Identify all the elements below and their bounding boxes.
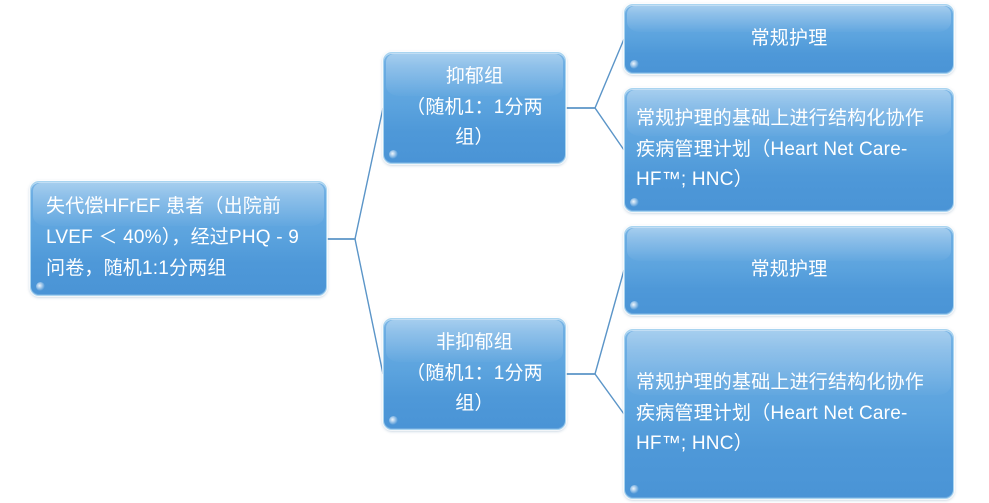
node-nondepressed-group-label: 非抑郁组 （随机1：1分两组） <box>406 331 543 415</box>
node-nondepressed-hnc[interactable]: 常规护理的基础上进行结构化协作疾病管理计划（Heart Net Care-HF™… <box>624 329 954 499</box>
connector-depressed-to-usual-care <box>566 38 625 109</box>
node-depressed-hnc-label: 常规护理的基础上进行结构化协作疾病管理计划（Heart Net Care-HF™… <box>636 107 925 191</box>
connector-root-to-nondepressed <box>327 238 384 375</box>
node-nondepressed-usual-care[interactable]: 常规护理 <box>624 226 954 315</box>
connector-depressed-to-hnc <box>566 107 625 151</box>
connector-root-to-depressed <box>327 107 384 240</box>
node-depressed-hnc[interactable]: 常规护理的基础上进行结构化协作疾病管理计划（Heart Net Care-HF™… <box>624 88 954 212</box>
node-depressed-usual-care[interactable]: 常规护理 <box>624 4 954 74</box>
node-nondepressed-usual-care-label: 常规护理 <box>750 259 828 281</box>
connector-nondepressed-to-usual-care <box>566 269 625 375</box>
node-depressed-usual-care-label: 常规护理 <box>750 27 828 49</box>
node-root-population[interactable]: 失代偿HFrEF 患者（出院前LVEF ＜ 40%），经过PHQ - 9问卷，随… <box>30 181 327 296</box>
node-root-label: 失代偿HFrEF 患者（出院前LVEF ＜ 40%），经过PHQ - 9问卷，随… <box>46 196 300 279</box>
node-depressed-group-label: 抑郁组 （随机1：1分两组） <box>406 65 543 149</box>
node-nondepressed-hnc-label: 常规护理的基础上进行结构化协作疾病管理计划（Heart Net Care-HF™… <box>636 371 925 455</box>
node-depressed-group[interactable]: 抑郁组 （随机1：1分两组） <box>383 52 566 164</box>
connector-nondepressed-to-hnc <box>566 373 625 415</box>
node-nondepressed-group[interactable]: 非抑郁组 （随机1：1分两组） <box>383 318 566 430</box>
